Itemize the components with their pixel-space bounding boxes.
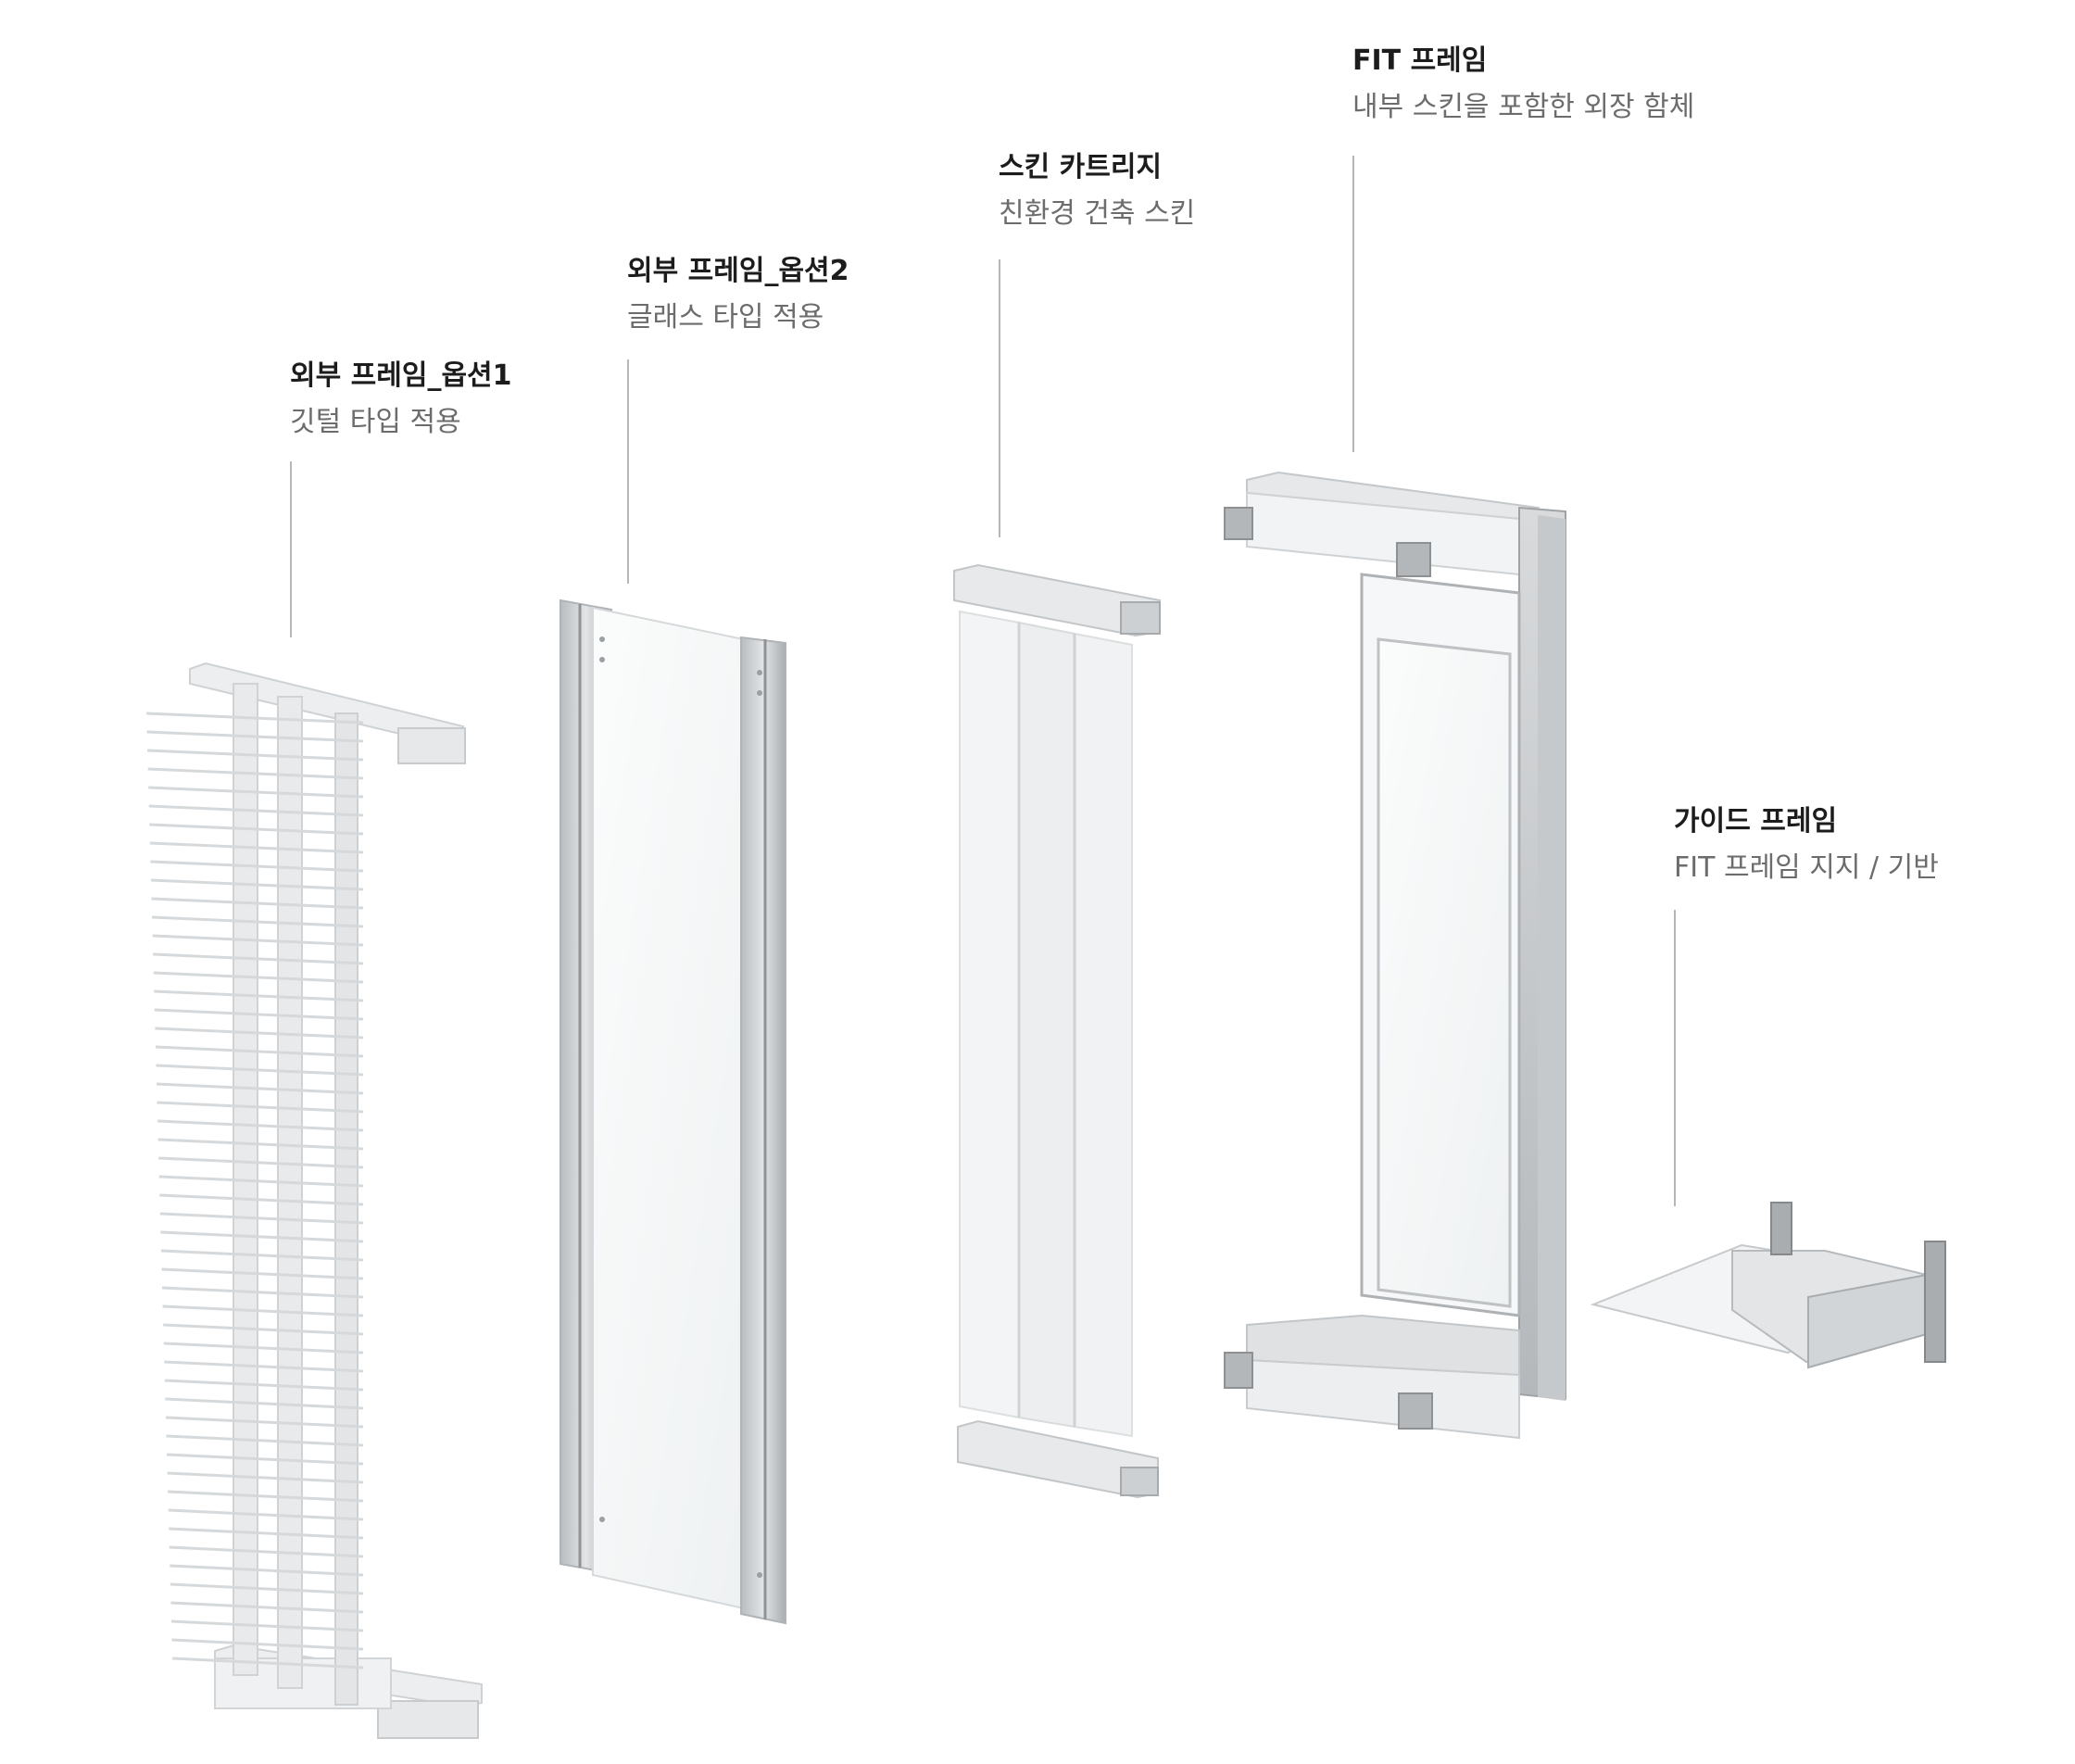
fin-slat: [152, 934, 364, 947]
fin-slat: [156, 1082, 364, 1095]
fit-frame-subtitle: 내부 스킨을 포함한 외장 함체: [1352, 91, 1695, 123]
leader-line-guide-frame: [1674, 910, 1676, 1206]
fin-slat: [158, 1156, 364, 1169]
fin-slat: [161, 1267, 364, 1280]
fin-slat: [151, 915, 364, 928]
fin-slat: [146, 730, 364, 743]
fin-slat: [171, 1657, 364, 1670]
outer-frame-option1-part: [145, 662, 483, 1739]
guide-frame-title: 가이드 프레임: [1674, 805, 1838, 838]
fin-slat: [170, 1619, 364, 1632]
fin-slat: [168, 1490, 364, 1503]
fin-slat: [159, 1212, 364, 1225]
fin-slat: [145, 712, 364, 724]
fit-frame-part: [1224, 471, 1566, 1440]
fin-slat: [165, 1397, 364, 1410]
fin-slat: [147, 767, 364, 780]
outer-frame-option1-subtitle: 깃털 타입 적용: [290, 406, 461, 438]
fin-slat: [170, 1564, 364, 1577]
fin-slat: [156, 1064, 364, 1077]
outer-frame-option2-part: [560, 598, 786, 1625]
fin-slat: [169, 1527, 364, 1540]
fin-slat: [166, 1434, 364, 1447]
fin-slat: [157, 1101, 364, 1114]
fin-slat: [149, 823, 364, 836]
fin-slat: [148, 786, 364, 799]
leader-line-skin-cartridge: [999, 259, 1000, 537]
fin-slat: [169, 1545, 364, 1558]
fin-slat: [159, 1193, 364, 1206]
fin-slat: [154, 989, 364, 1002]
leader-line-outer-frame-option2: [627, 359, 629, 584]
skin-cartridge-title: 스킨 카트리지: [999, 151, 1163, 183]
fin-slat: [147, 749, 364, 762]
fin-slat: [166, 1453, 364, 1466]
fin-slat: [163, 1342, 364, 1354]
guide-frame-subtitle: FIT 프레임 지지 / 기반: [1674, 851, 1939, 884]
fin-slat: [160, 1249, 364, 1262]
label-outer-frame-option2: 외부 프레임_옵션2 글래스 타입 적용: [627, 252, 849, 337]
fin-slat: [165, 1416, 364, 1429]
fit-frame-title: FIT 프레임: [1352, 44, 1488, 77]
label-guide-frame: 가이드 프레임 FIT 프레임 지지 / 기반: [1674, 802, 1939, 888]
fin-slat: [170, 1601, 364, 1614]
skin-cartridge-subtitle: 친환경 건축 스킨: [999, 197, 1196, 230]
fin-slat: [153, 971, 364, 984]
fin-slat: [167, 1471, 364, 1484]
fin-slat: [160, 1230, 364, 1243]
skin-cartridge-part: [953, 563, 1161, 1499]
label-fit-frame: FIT 프레임 내부 스킨을 포함한 외장 함체: [1352, 42, 1694, 127]
label-outer-frame-option1: 외부 프레임_옵션1 깃털 타입 적용: [290, 357, 512, 442]
outer-frame-option2-title: 외부 프레임_옵션2: [627, 255, 849, 287]
fin-slat: [164, 1379, 364, 1392]
fin-slat: [161, 1286, 364, 1299]
guide-frame-part: [1590, 1202, 1946, 1369]
fin-slat: [157, 1119, 364, 1132]
outer-frame-option2-subtitle: 글래스 타입 적용: [627, 301, 824, 334]
outer-frame-option1-title: 외부 프레임_옵션1: [290, 359, 512, 392]
fin-slat: [170, 1582, 364, 1595]
fin-slat: [171, 1638, 364, 1651]
fin-slat: [151, 897, 364, 910]
fin-slat: [157, 1138, 364, 1151]
fin-slat: [154, 1008, 364, 1021]
fin-slat: [155, 1045, 364, 1058]
fin-slat: [162, 1304, 364, 1317]
fin-slat: [150, 860, 364, 873]
fin-slat: [163, 1323, 364, 1336]
fin-slat: [168, 1508, 364, 1521]
label-skin-cartridge: 스킨 카트리지 친환경 건축 스킨: [999, 148, 1195, 233]
fin-slat: [150, 878, 364, 891]
fin-slat: [158, 1175, 364, 1188]
fin-slat: [164, 1360, 364, 1373]
fin-slat: [155, 1027, 364, 1040]
leader-line-fit-frame: [1352, 156, 1354, 452]
fin-slat: [149, 841, 364, 854]
fin-slat: [148, 804, 364, 817]
leader-line-outer-frame-option1: [290, 461, 292, 637]
fin-slat: [153, 952, 364, 965]
